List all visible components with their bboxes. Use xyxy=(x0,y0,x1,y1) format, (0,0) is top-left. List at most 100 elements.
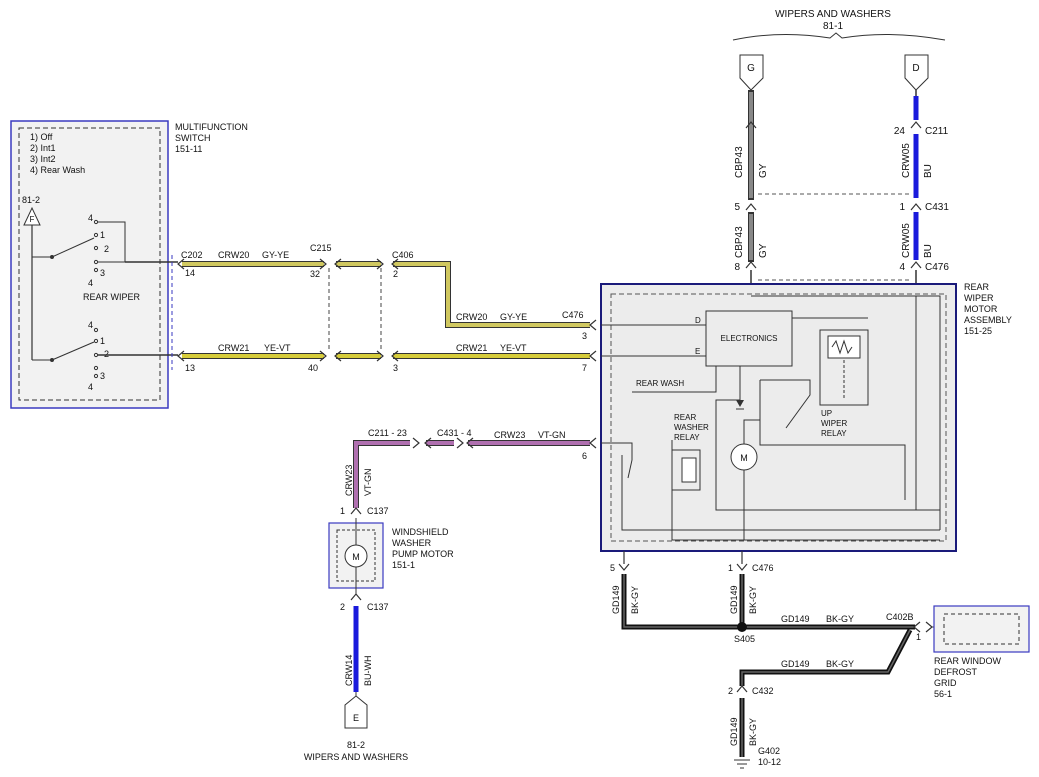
wire-gd149-main xyxy=(621,574,915,630)
washer-pump-ref: 151-1 xyxy=(392,560,415,570)
rwm-title-1: REAR xyxy=(964,282,990,292)
arrow-c137-top xyxy=(350,507,362,515)
wire-label-crw21-a: CRW21 xyxy=(218,343,249,353)
wire-label-gd149-b: GD149 xyxy=(729,585,739,614)
switch-legend-1: 1) Off xyxy=(30,132,53,142)
wire-label-cbp43-lower: CBP43 xyxy=(734,226,745,258)
wire-label-bk-gy-c: BK-GY xyxy=(826,614,854,624)
defrost-title-3: GRID xyxy=(934,678,957,688)
wire-label-crw05-upper: CRW05 xyxy=(901,143,912,178)
rear-motor-letter: M xyxy=(740,453,748,463)
c476-pin-g: 8 xyxy=(734,262,740,273)
rwm-title-3: MOTOR xyxy=(964,304,998,314)
wire-label-gd149-a: GD149 xyxy=(611,585,621,614)
defrost-ref: 56-1 xyxy=(934,689,952,699)
electronics-box xyxy=(705,310,793,367)
wire-label-gy-lower: GY xyxy=(758,243,769,258)
wire-label-crw14: CRW14 xyxy=(344,655,354,686)
washer-relay-label-2: WASHER xyxy=(674,423,709,432)
arrow-c211-d xyxy=(910,121,922,129)
c137-top-pin: 1 xyxy=(340,506,345,516)
upper-pin-3-label: 3 xyxy=(100,268,105,278)
washer-pump-title-3: PUMP MOTOR xyxy=(392,549,454,559)
arrow-c476-pin3 xyxy=(589,319,597,331)
lower-pin-2-label: 2 xyxy=(104,349,109,359)
c215-pin-40: 40 xyxy=(308,363,318,373)
switch-legend-4: 4) Rear Wash xyxy=(30,165,85,175)
wire-label-crw20-b: CRW20 xyxy=(456,312,487,322)
c432-label: C432 xyxy=(752,686,774,696)
g402-label: G402 xyxy=(758,746,780,756)
c406-label: C406 xyxy=(392,250,414,260)
c476-bottom-label: C476 xyxy=(752,563,774,573)
switch-legend-3: 3) Int2 xyxy=(30,154,56,164)
wire-label-vt-gn-h: VT-GN xyxy=(538,430,566,440)
c215-label: C215 xyxy=(310,243,332,253)
motor-lead-top xyxy=(743,419,760,444)
c431-label: C431 xyxy=(925,202,949,213)
upper-pin-3 xyxy=(93,259,99,265)
washer-pump-motor-letter: M xyxy=(352,552,360,562)
int-switch-arm xyxy=(760,379,811,429)
s405-label: S405 xyxy=(734,634,755,644)
rear-wash-label: REAR WASH xyxy=(636,379,684,388)
rwm-title-2: WIPER xyxy=(964,293,994,303)
lower-pin-3 xyxy=(93,365,99,371)
c137-bottom-pin: 2 xyxy=(340,602,345,612)
bottom-title-ref: 81-2 xyxy=(347,740,365,750)
connector-flag-d xyxy=(904,54,929,91)
connector-flag-e xyxy=(344,695,368,729)
connector-flag-g xyxy=(739,54,764,91)
c211-pin: 24 xyxy=(894,126,906,137)
up-relay-label-1: UP xyxy=(821,409,832,418)
arrow-c215-b xyxy=(319,350,342,362)
lower-switch-blade xyxy=(51,341,95,361)
c476-bottom-pin-1: 1 xyxy=(728,563,733,573)
rwm-pin-d: D xyxy=(695,316,701,325)
c211-mid-label: C211 - 23 xyxy=(368,428,407,438)
arrow-c476-g xyxy=(745,261,757,269)
c211-label: C211 xyxy=(925,126,949,137)
c431-mid-label: C431 - 4 xyxy=(437,428,472,438)
wire-crw20-outline xyxy=(182,261,590,328)
top-title: WIPERS AND WASHERS xyxy=(775,9,891,20)
wire-label-ye-vt-a: YE-VT xyxy=(264,343,291,353)
arrow-c476-pin7 xyxy=(589,350,597,362)
wire-label-cbp43-upper: CBP43 xyxy=(734,146,745,178)
defrost-grid-inner xyxy=(943,613,1020,645)
splice-s405 xyxy=(737,622,747,632)
wire-label-bk-gy-b: BK-GY xyxy=(748,586,758,614)
upper-pin-4a-label: 4 xyxy=(88,213,93,223)
wire-label-gy-ye-a: GY-YE xyxy=(262,250,289,260)
arrow-c402b xyxy=(913,621,933,633)
wire-label-ye-vt-b: YE-VT xyxy=(500,343,527,353)
lower-pin-2 xyxy=(93,352,99,358)
wire-label-bu-lower: BU xyxy=(923,244,934,258)
wire-label-gd149-e: GD149 xyxy=(729,717,739,746)
multifunction-switch-frame xyxy=(10,120,169,409)
lower-pin-1-label: 1 xyxy=(100,336,105,346)
diode-icon xyxy=(736,400,744,407)
int-loop xyxy=(715,366,940,511)
c202-pin-13: 13 xyxy=(185,363,195,373)
arrow-c476-bot-1 xyxy=(736,563,748,571)
int-rear-wash-line xyxy=(632,366,717,393)
switch-legend-2: 2) Int1 xyxy=(30,143,56,153)
connector-flag-e-label: E xyxy=(353,713,359,723)
wire-label-bk-gy-d: BK-GY xyxy=(826,659,854,669)
upper-pin-4a xyxy=(93,219,99,225)
rear-wiper-motor-inner xyxy=(610,293,947,542)
c476-bottom-pin-5: 5 xyxy=(610,563,615,573)
top-title-ref: 81-1 xyxy=(823,21,843,32)
wire-label-gd149-d: GD149 xyxy=(781,659,810,669)
washer-pump-title-1: WINDSHIELD xyxy=(392,527,449,537)
c406-pin-3: 3 xyxy=(393,363,398,373)
wire-label-crw23-v: CRW23 xyxy=(344,465,354,496)
int-feed-top xyxy=(751,295,941,530)
arrow-c137-bottom xyxy=(350,593,362,601)
arrow-c215-a xyxy=(319,258,342,270)
up-relay-coil xyxy=(827,335,861,359)
defrost-grid-frame xyxy=(933,605,1030,653)
upper-pin-4b-label: 4 xyxy=(88,278,93,288)
wire-gd149-ground-run xyxy=(739,628,913,686)
